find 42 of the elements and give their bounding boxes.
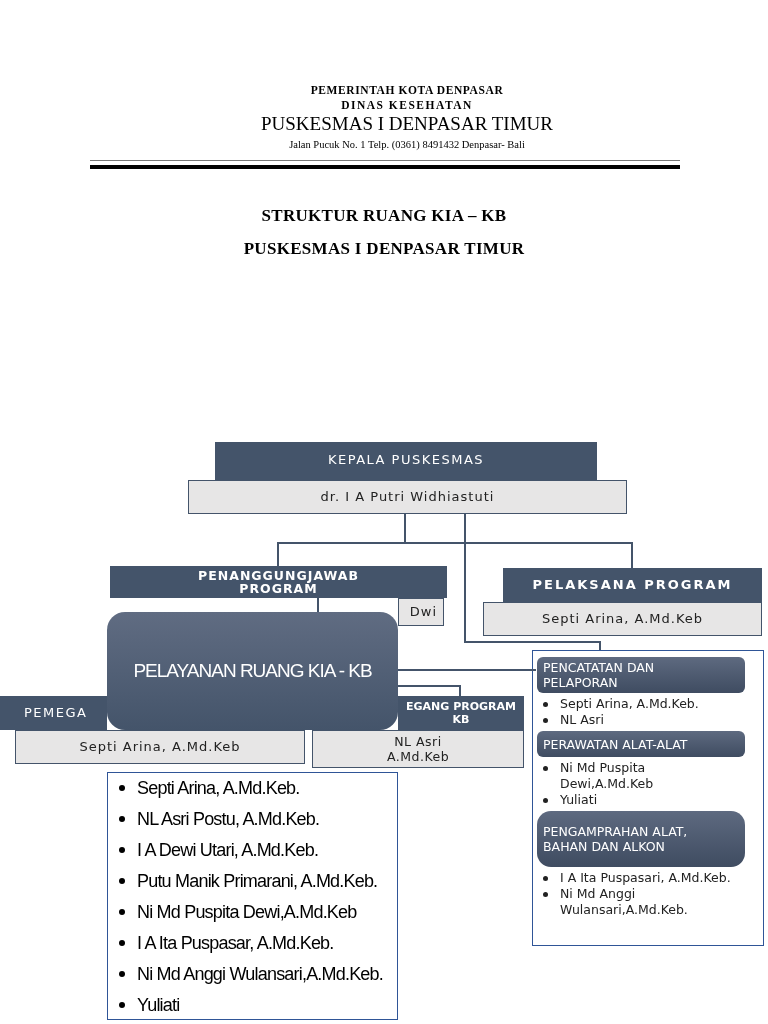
heading-bar: KEPALA PUSKESMAS — [215, 442, 597, 480]
name-text: NL Asri — [394, 734, 442, 749]
list-frame — [107, 772, 398, 1020]
clinic-name: PUSKESMAS I DENPASAR TIMUR — [261, 113, 553, 135]
list-item: Ni Md Anggi Wulansari,A.Md.Keb. — [137, 963, 383, 985]
department-name: DINAS KESEHATAN — [341, 98, 473, 112]
heading-bar: PEMEGA — [0, 696, 107, 730]
name-bar — [312, 730, 524, 768]
name-bar: Septi Arina, A.Md.Keb — [483, 602, 762, 636]
list-item: Ni Md Puspita Dewi,A.Md.Keb — [137, 901, 357, 923]
list-item: I A Ita Puspasar, A.Md.Keb. — [137, 932, 334, 954]
list-item: Yuliati — [137, 994, 180, 1016]
name-bar: Dwi — [398, 598, 444, 626]
group-frame — [532, 650, 764, 946]
name-text: A.Md.Keb — [386, 749, 450, 764]
task-header: PENCATATAN DAN PELAPORAN — [537, 657, 745, 693]
agency-name: PEMERINTAH KOTA DENPASAR — [310, 83, 504, 97]
list-item: NL Asri Postu, A.Md.Keb. — [137, 808, 320, 830]
service-banner: PELAYANAN RUANG KIA - KB — [107, 612, 398, 730]
list-item: Septi Arina, A.Md.Keb. — [137, 777, 300, 799]
heading-bar: PENANGGUNGJAWAB PROGRAM — [110, 566, 447, 598]
heading-bar: PELAKSANA PROGRAM — [503, 568, 762, 602]
list-item: Ni Md Puspita Dewi,A.Md.Keb — [560, 760, 655, 792]
list-item: I A Dewi Utari, A.Md.Keb. — [137, 839, 319, 861]
list-item: Ni Md Anggi Wulansari,A.Md.Keb. — [560, 886, 689, 918]
connector-line — [317, 597, 319, 613]
list-item: Yuliati — [560, 792, 599, 808]
address-line: Jalan Pucuk No. 1 Telp. (0361) 8491432 Denpasar- Bali — [289, 138, 525, 151]
heading-bar: EGANG PROGRAM KB — [398, 696, 524, 730]
name-bar: Septi Arina, A.Md.Keb — [15, 730, 305, 764]
name-bar: dr. I A Putri Widhiastuti — [188, 480, 627, 514]
list-item: Septi Arina, A.Md.Keb. — [560, 696, 700, 712]
connector-line — [397, 685, 461, 697]
task-header: PENGAMPRAHAN ALAT, BAHAN DAN ALKON — [537, 811, 745, 867]
task-header: PERAWATAN ALAT-ALAT — [537, 731, 745, 757]
list-item: I A Ita Puspasari, A.Md.Keb. — [560, 870, 732, 886]
chart-subtitle: PUSKESMAS I DENPASAR TIMUR — [243, 239, 525, 259]
connector-line — [464, 513, 601, 651]
list-item: Putu Manik Primarani, A.Md.Keb. — [137, 870, 378, 892]
chart-title: STRUKTUR RUANG KIA – KB — [261, 206, 507, 226]
connector-line — [397, 669, 537, 671]
list-item: NL Asri — [560, 712, 605, 728]
